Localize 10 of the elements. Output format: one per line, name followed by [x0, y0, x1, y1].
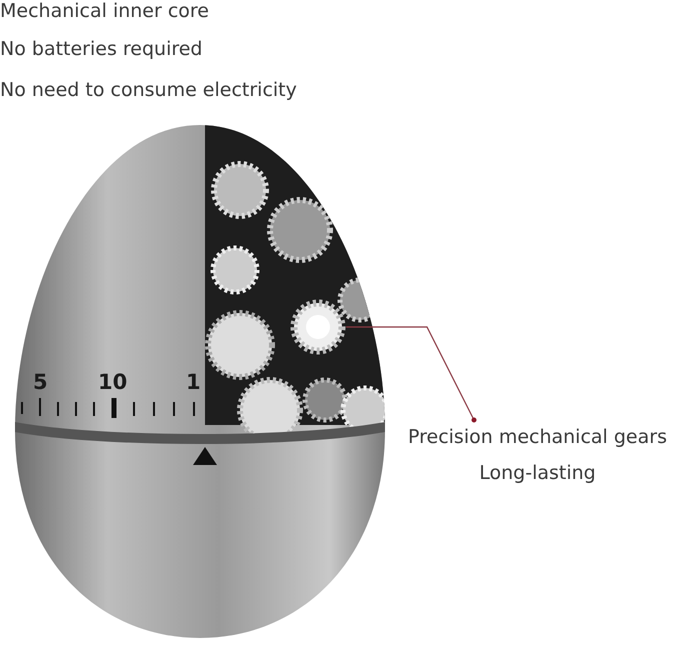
caption-text: Long-lasting	[478, 462, 597, 484]
dial-number: 10	[98, 370, 128, 394]
gear-icon	[290, 297, 346, 357]
feature-text: No need to consume electricity	[0, 79, 297, 101]
feature-text: No batteries required	[0, 38, 202, 60]
feature-text: Mechanical inner core	[0, 0, 209, 22]
feature-text: Precision mechanical gears	[407, 426, 668, 448]
leader-line	[346, 326, 476, 422]
dial-number: 1	[186, 370, 201, 394]
dial-number: 5	[33, 370, 48, 394]
